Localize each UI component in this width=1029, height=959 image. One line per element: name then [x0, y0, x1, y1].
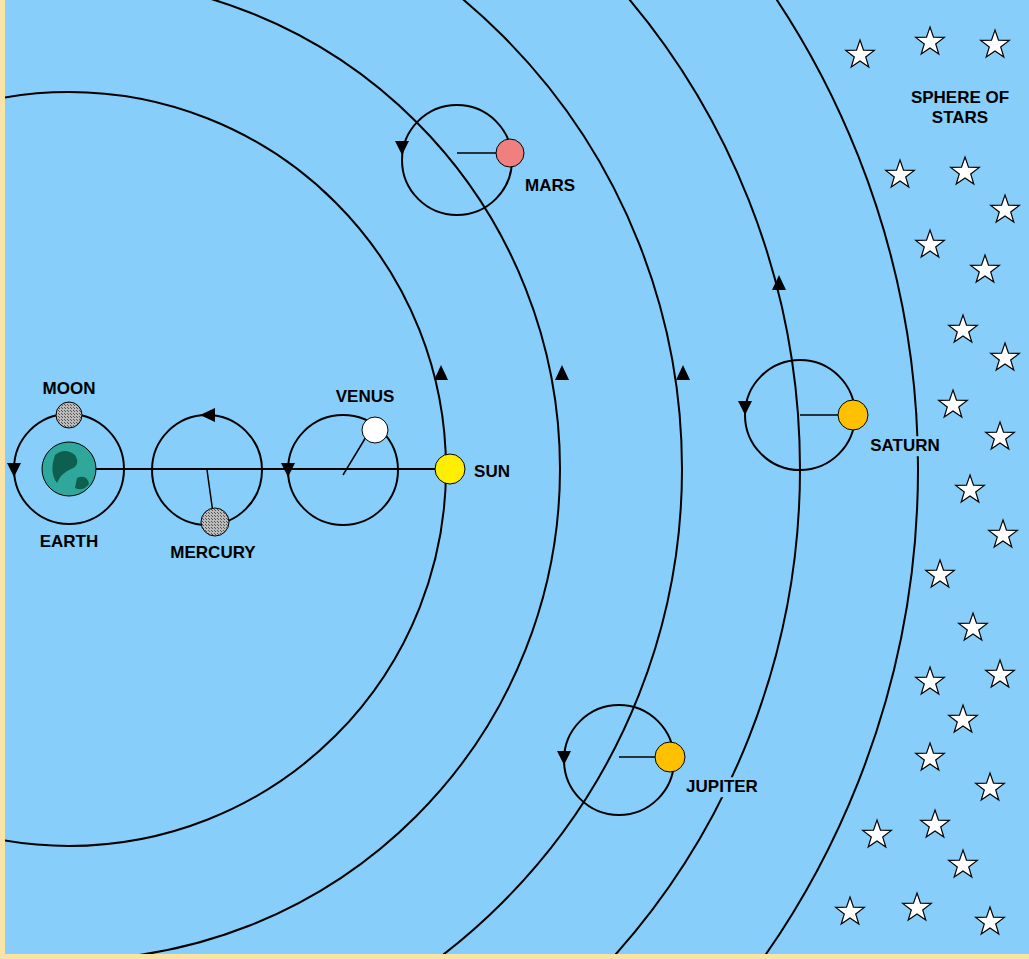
star-symbol — [921, 810, 950, 837]
venus-body — [362, 417, 388, 443]
mars-epicycle — [402, 105, 512, 215]
star-symbol — [916, 27, 945, 54]
direction-arrow — [772, 275, 786, 290]
body-label: SATURN — [868, 436, 942, 456]
saturn-deferent — [5, 0, 800, 954]
star-symbol — [989, 520, 1018, 547]
star-symbol — [949, 315, 978, 342]
earth-land — [75, 477, 89, 489]
body-label: SUN — [472, 462, 512, 482]
star-symbol — [976, 773, 1005, 800]
star-symbol — [951, 157, 980, 184]
star-symbol — [949, 705, 978, 732]
star-symbol — [991, 343, 1020, 370]
star-symbol — [971, 255, 1000, 282]
sky-ground: MOON EARTH MERCURY VENUS SUN MARS JUPITER SATUR… — [5, 0, 1029, 954]
ptolemaic-illustration — [5, 0, 1029, 954]
star-symbol — [986, 422, 1015, 449]
moon-body — [56, 402, 82, 428]
body-label: MOON — [41, 379, 98, 399]
earth-sun-line — [69, 468, 450, 470]
direction-arrow — [738, 401, 752, 415]
body-label: JUPITER — [684, 777, 760, 797]
direction-arrow — [555, 365, 569, 380]
direction-arrow — [200, 408, 215, 422]
earth-land — [52, 451, 77, 483]
body-label: EARTH — [38, 532, 101, 552]
direction-arrow — [7, 463, 21, 477]
star-symbol — [926, 560, 955, 587]
star-symbol — [976, 907, 1005, 934]
star-symbol — [916, 667, 945, 694]
region-label: SPHERE OF STARS — [896, 88, 1025, 127]
jupiter-body — [655, 742, 685, 772]
earth-globe — [42, 442, 96, 496]
direction-arrow — [434, 365, 448, 380]
star-symbol — [863, 820, 892, 847]
direction-arrow — [281, 463, 295, 477]
star-symbol — [903, 893, 932, 920]
star-symbol — [939, 390, 968, 417]
mars-radius — [457, 152, 500, 154]
direction-arrow — [676, 365, 690, 380]
star-symbol — [986, 660, 1015, 687]
star-symbol — [991, 195, 1020, 222]
body-label: MERCURY — [168, 543, 257, 563]
mars-body — [496, 139, 524, 167]
star-symbol — [836, 897, 865, 924]
mercury-body — [201, 508, 229, 536]
sphere-boundary — [5, 0, 918, 954]
star-symbol — [949, 850, 978, 877]
star-symbol — [981, 30, 1010, 57]
star-symbol — [956, 475, 985, 502]
saturn-radius — [800, 414, 843, 416]
jupiter-radius — [619, 756, 660, 758]
direction-arrow — [395, 141, 409, 155]
jupiter-deferent — [5, 0, 682, 954]
mars-deferent — [5, 0, 560, 954]
sun-body — [435, 454, 465, 484]
star-symbol — [916, 743, 945, 770]
star-symbol — [886, 160, 915, 187]
star-symbol — [846, 40, 875, 67]
body-label: MARS — [523, 176, 577, 196]
star-field — [836, 27, 1020, 934]
star-symbol — [959, 613, 988, 640]
direction-arrow — [557, 751, 571, 765]
body-label: VENUS — [334, 387, 397, 407]
star-symbol — [916, 230, 945, 257]
direction-arrows — [7, 141, 786, 765]
saturn-body — [838, 400, 868, 430]
